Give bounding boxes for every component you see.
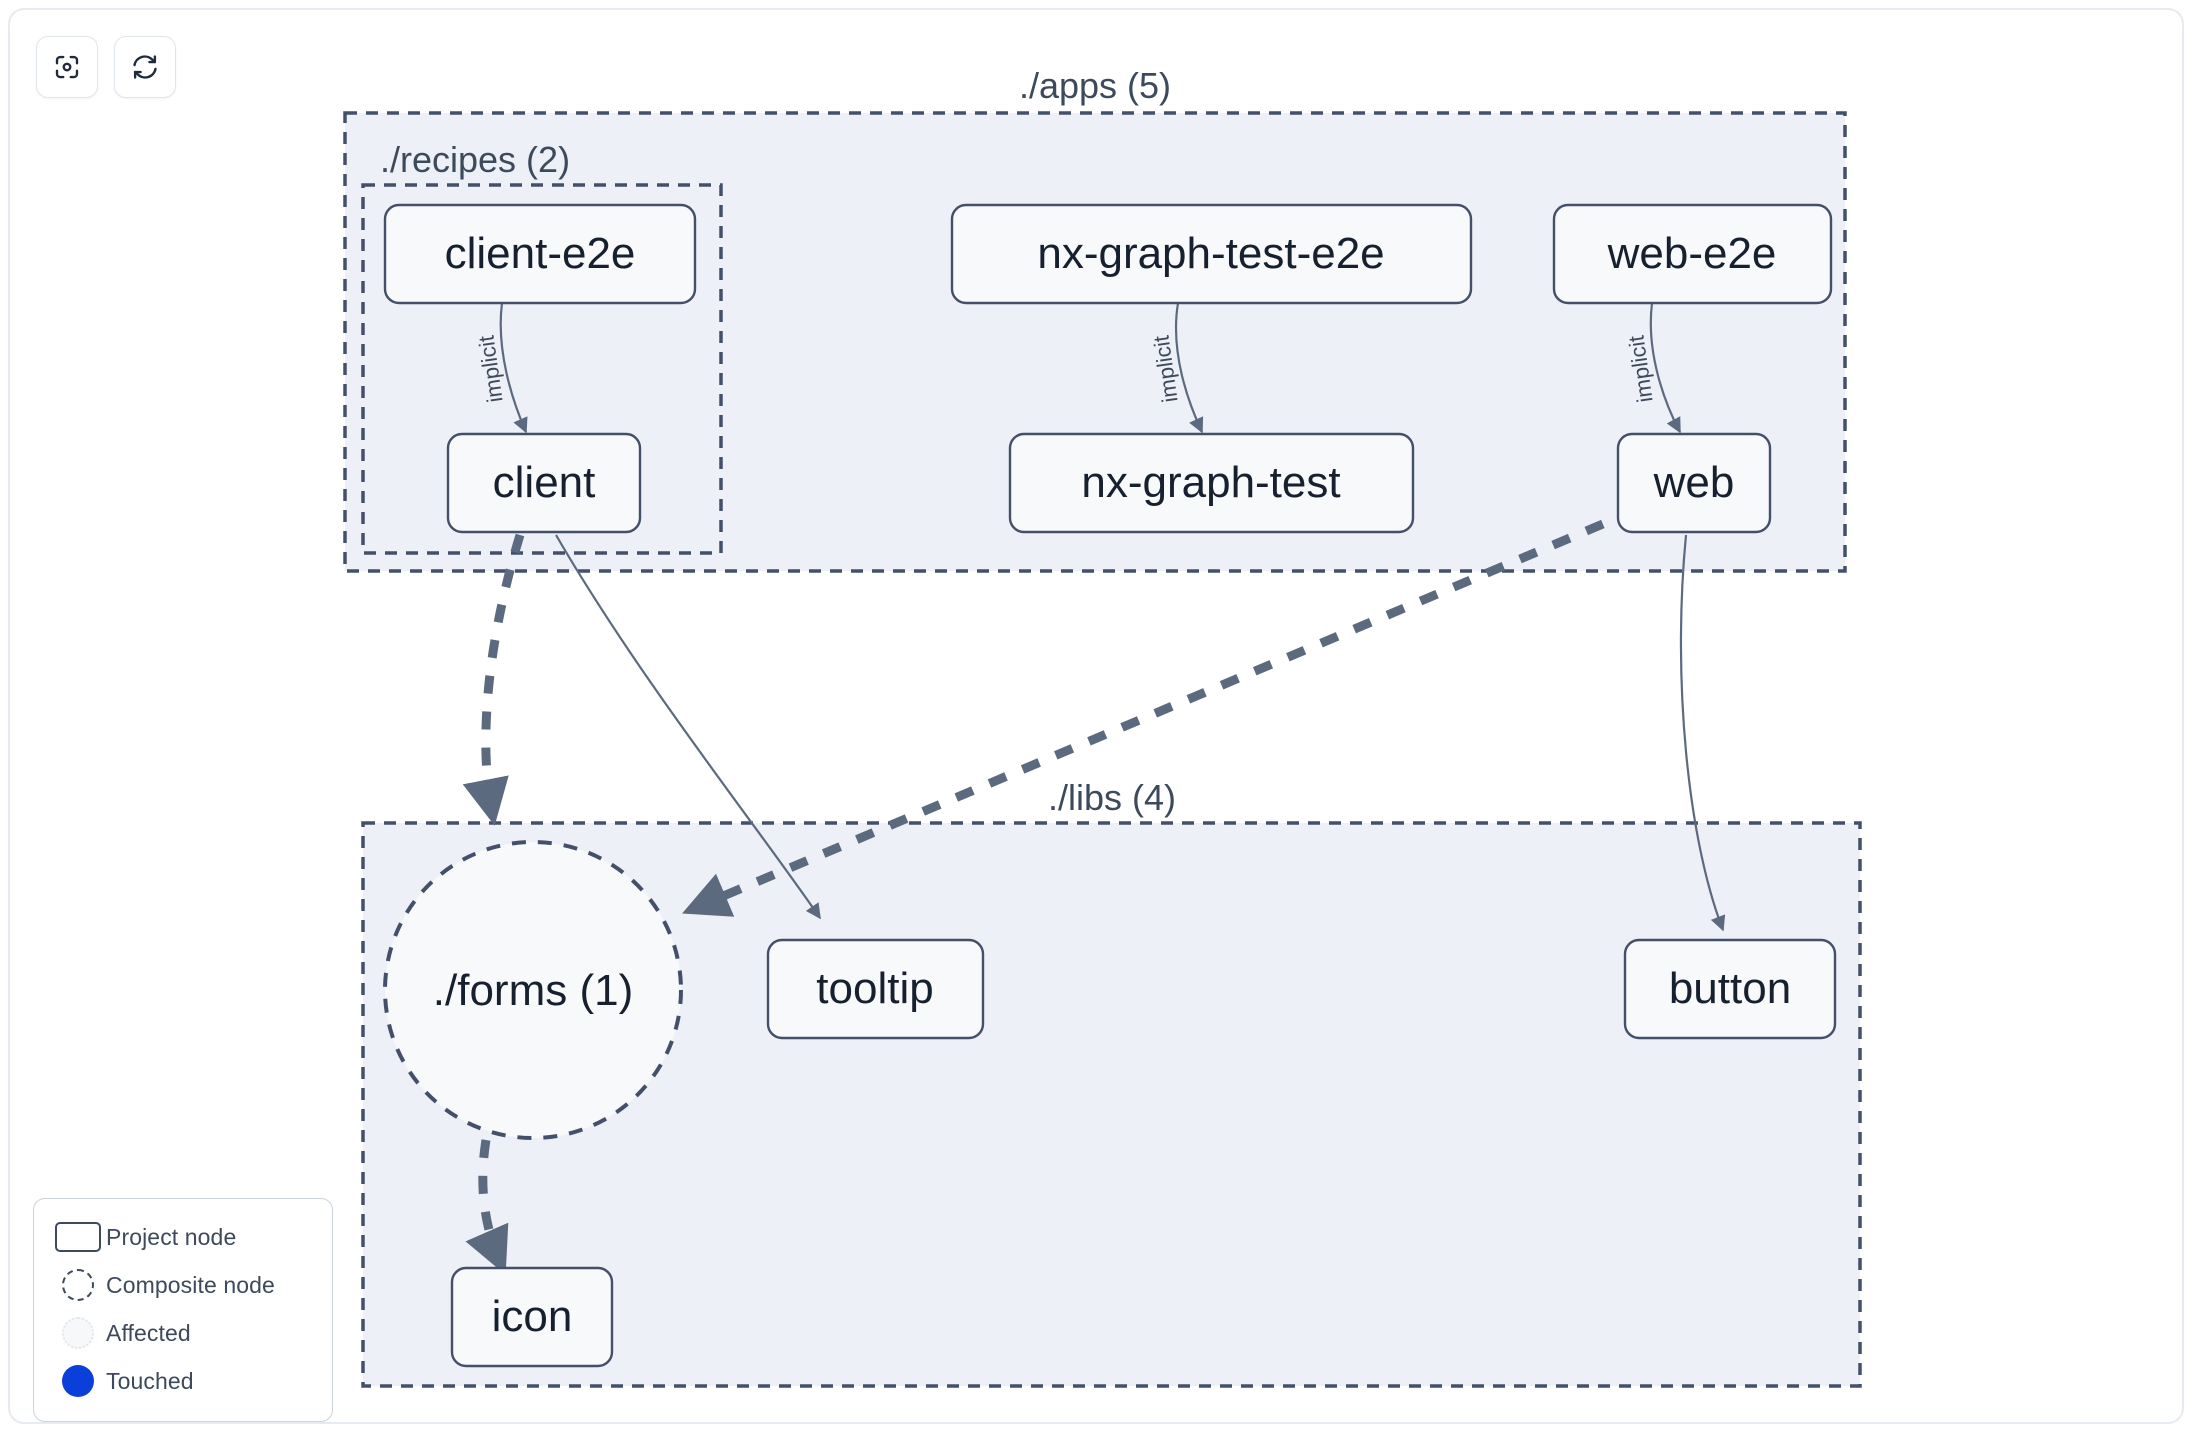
composite-node-icon <box>50 1269 106 1301</box>
node-shape <box>1623 938 1837 1040</box>
edge-path <box>555 534 821 920</box>
group-recipes-label: ./recipes (2) <box>380 139 570 180</box>
node-button[interactable]: button <box>1623 938 1837 1040</box>
edge-forms-to-icon[interactable] <box>465 1139 509 1275</box>
node-shape <box>1008 432 1415 534</box>
legend-item-touched: Touched <box>50 1357 316 1405</box>
node-nx-graph-test-e2e[interactable]: nx-graph-test-e2e <box>950 203 1473 305</box>
graph-edges: implicit implicit implicit <box>462 302 1726 1275</box>
touched-node-icon <box>50 1365 106 1397</box>
node-label: icon <box>492 1292 573 1341</box>
edge-path <box>682 505 1638 917</box>
node-tooltip[interactable]: tooltip <box>766 938 985 1040</box>
node-web-e2e[interactable]: web-e2e <box>1552 203 1833 305</box>
group-libs-label: ./libs (4) <box>1048 777 1176 818</box>
node-label: web-e2e <box>1607 229 1777 278</box>
legend-label: Project node <box>106 1223 237 1250</box>
focus-graph-button[interactable] <box>36 36 98 98</box>
edge-client-to-forms[interactable] <box>462 533 525 826</box>
node-forms[interactable]: ./forms (1) <box>383 840 683 1140</box>
focus-target-icon <box>52 52 82 82</box>
node-icon[interactable]: icon <box>450 1266 614 1368</box>
legend-label: Touched <box>106 1367 194 1394</box>
edge-client-to-tooltip[interactable] <box>555 534 821 920</box>
node-label: web <box>1653 458 1735 507</box>
affected-node-icon <box>50 1317 106 1349</box>
legend-item-affected: Affected <box>50 1309 316 1357</box>
node-shape <box>450 1266 614 1368</box>
graph-nodes: client-e2e client nx-graph-test-e2e nx-g… <box>383 203 1837 1368</box>
project-node-icon <box>50 1222 106 1252</box>
node-client-e2e[interactable]: client-e2e <box>383 203 697 305</box>
node-label: client-e2e <box>445 229 636 278</box>
node-shape-composite <box>383 840 683 1140</box>
edge-client-e2e-to-client[interactable]: implicit <box>474 302 528 434</box>
node-shape <box>766 938 985 1040</box>
node-shape <box>383 203 697 305</box>
group-apps-label: ./apps (5) <box>1019 65 1171 106</box>
node-web[interactable]: web <box>1616 432 1772 534</box>
node-label: client <box>493 458 596 507</box>
legend-item-composite-node: Composite node <box>50 1261 316 1309</box>
refresh-graph-button[interactable] <box>114 36 176 98</box>
node-label: nx-graph-test <box>1081 458 1340 507</box>
edge-path <box>1649 302 1681 434</box>
node-label: ./forms (1) <box>433 966 633 1015</box>
graph-legend: Project node Composite node Affected Tou… <box>33 1198 333 1422</box>
legend-label: Composite node <box>106 1271 275 1298</box>
node-nx-graph-test[interactable]: nx-graph-test <box>1008 432 1415 534</box>
node-shape <box>1552 203 1833 305</box>
edge-path <box>462 533 525 826</box>
legend-label: Affected <box>106 1319 191 1346</box>
refresh-icon <box>130 52 160 82</box>
node-shape <box>1616 432 1772 534</box>
node-label: nx-graph-test-e2e <box>1037 229 1384 278</box>
node-label: tooltip <box>816 964 933 1013</box>
edge-path <box>499 302 528 434</box>
node-shape <box>950 203 1473 305</box>
edge-path <box>1679 534 1726 932</box>
edge-web-to-button[interactable] <box>1679 534 1726 932</box>
legend-item-project-node: Project node <box>50 1213 316 1261</box>
node-client[interactable]: client <box>446 432 642 534</box>
edge-path <box>465 1139 509 1275</box>
edge-web-to-forms[interactable] <box>682 505 1638 917</box>
edge-path <box>1174 302 1204 434</box>
graph-toolbar <box>36 36 176 98</box>
node-shape <box>446 432 642 534</box>
node-label: button <box>1669 964 1791 1013</box>
